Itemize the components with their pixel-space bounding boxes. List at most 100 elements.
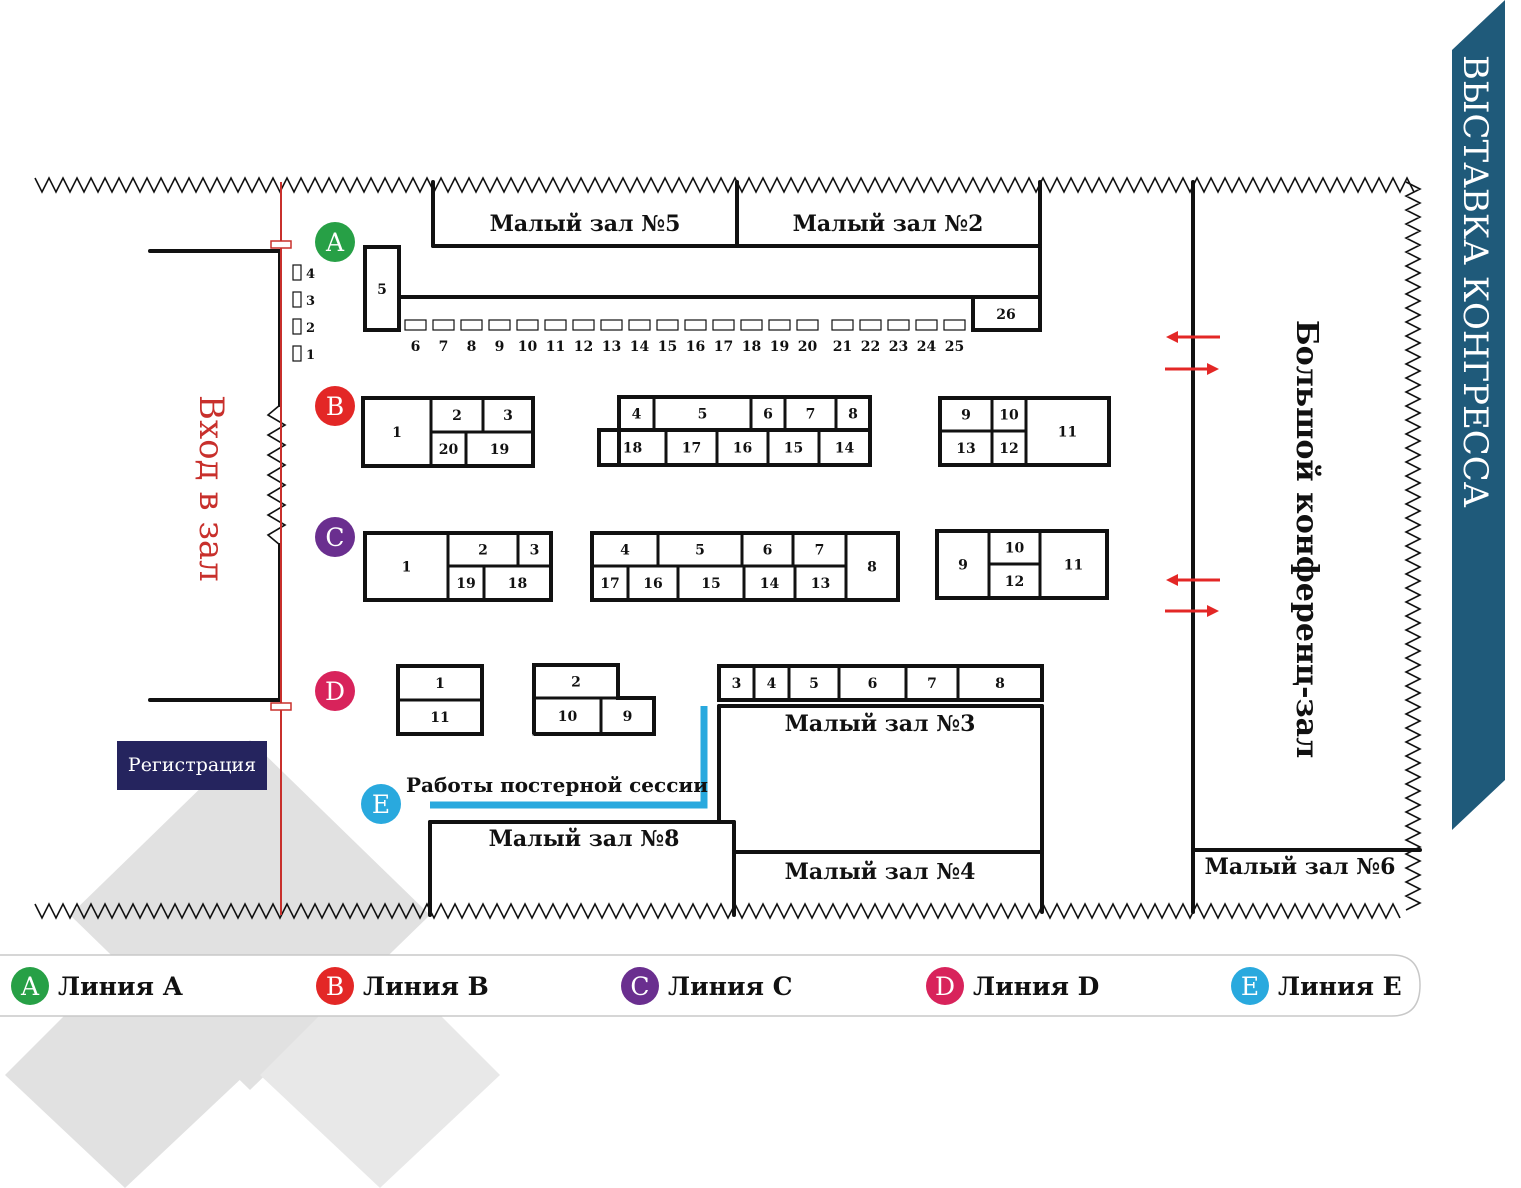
booth-a-label: 17 <box>714 339 733 355</box>
booth-a-9[interactable]: 9 <box>488 319 511 355</box>
booth-d-4[interactable]: 4 <box>752 664 791 702</box>
booth-a-17[interactable]: 17 <box>712 319 735 355</box>
booth-d-11[interactable]: 11 <box>396 698 484 736</box>
booth-c-16[interactable]: 16 <box>626 564 680 602</box>
booth-c-15[interactable]: 15 <box>676 564 746 602</box>
booth-a-19[interactable]: 19 <box>768 319 791 355</box>
booth-a-21[interactable]: 21 <box>831 319 854 355</box>
booth-a-5[interactable] <box>363 245 401 332</box>
entrance-booth-3[interactable]: 3 <box>292 291 315 309</box>
booth-c-5[interactable]: 5 <box>656 531 744 568</box>
booth-a-12[interactable]: 12 <box>572 319 595 355</box>
booth-d-6[interactable]: 6 <box>837 664 908 702</box>
booth-b-1[interactable]: 1 <box>361 396 433 468</box>
booth-b-9[interactable]: 9 <box>938 396 994 433</box>
entrance-booth-2[interactable]: 2 <box>292 318 315 336</box>
booth-b-6[interactable]: 6 <box>749 395 787 432</box>
booth-d-10[interactable]: 10 <box>532 696 603 736</box>
entrance-booth-1[interactable]: 1 <box>292 345 315 363</box>
registration-desk[interactable]: Регистрация <box>117 741 267 790</box>
legend-label: Линия Е <box>1278 972 1402 1001</box>
booth-c-1[interactable]: 1 <box>363 531 450 602</box>
booth-a-label: 15 <box>658 339 677 355</box>
booth-a-11[interactable]: 11 <box>544 319 567 355</box>
booth-b-5[interactable]: 5 <box>652 395 753 432</box>
booth-b-16[interactable]: 16 <box>715 428 770 467</box>
booth-c-11[interactable]: 11 <box>1038 529 1109 600</box>
booth-a-23[interactable]: 23 <box>887 319 910 355</box>
booth-b-8[interactable]: 8 <box>834 395 872 432</box>
booth-a-18[interactable]: 18 <box>740 319 763 355</box>
booth-label: 1 <box>392 425 402 441</box>
booth-c-6[interactable]: 6 <box>740 531 795 568</box>
booth-b-15[interactable]: 15 <box>766 428 821 467</box>
booth-c-3[interactable]: 3 <box>516 531 553 568</box>
line-badge-e: E <box>361 784 401 824</box>
booth-b-4[interactable]: 4 <box>617 395 656 432</box>
booth-a-14[interactable]: 14 <box>628 319 651 355</box>
booth-a-10[interactable]: 10 <box>516 319 539 355</box>
booth-c-4[interactable]: 4 <box>590 531 660 568</box>
booth-d-3[interactable]: 3 <box>717 664 756 702</box>
booth-d-9[interactable]: 9 <box>599 696 656 736</box>
booth-b-3[interactable]: 3 <box>481 396 535 434</box>
booth-b-7[interactable]: 7 <box>783 395 838 432</box>
legend-label: Линия D <box>973 972 1099 1001</box>
booth-b-2[interactable]: 2 <box>429 396 485 434</box>
legend-letter: C <box>630 972 649 1001</box>
booth-label: 4 <box>620 543 630 559</box>
booth-d-1[interactable]: 1 <box>396 664 484 702</box>
booth-label: 9 <box>958 558 968 574</box>
booth-c-19[interactable]: 19 <box>446 564 486 602</box>
booth-c-13[interactable]: 13 <box>793 564 848 602</box>
entrance-booth-4[interactable]: 4 <box>292 264 315 282</box>
booth-a-26[interactable] <box>971 295 1042 332</box>
booth-c-9[interactable]: 9 <box>935 529 991 600</box>
hall-labels: Малый зал №5 Малый зал №2 Малый зал №3 М… <box>489 211 1396 885</box>
booth-d-7[interactable]: 7 <box>904 664 960 702</box>
booth-b-11[interactable]: 11 <box>1024 396 1111 467</box>
booth-a-22[interactable]: 22 <box>859 319 882 355</box>
legend-label: Линия С <box>668 972 793 1001</box>
booth-a-16[interactable]: 16 <box>684 319 707 355</box>
booth-c-18[interactable]: 18 <box>482 564 553 602</box>
booth-c-10[interactable]: 10 <box>987 529 1042 566</box>
booth-b-19[interactable]: 19 <box>464 430 535 468</box>
booth-a-15[interactable]: 15 <box>656 319 679 355</box>
booth-b-12[interactable]: 12 <box>990 429 1028 467</box>
booth-c-8[interactable]: 8 <box>844 531 900 602</box>
booth-a-25[interactable]: 25 <box>943 319 966 355</box>
booth-a-24[interactable]: 24 <box>915 319 938 355</box>
booth-b-17[interactable]: 17 <box>664 428 719 467</box>
booth-label: 5 <box>698 407 708 423</box>
legend-letter: B <box>326 972 344 1001</box>
booth-b-13[interactable]: 13 <box>938 429 994 467</box>
booth-label: 9 <box>961 408 971 424</box>
booth-a-8[interactable]: 8 <box>460 319 483 355</box>
zigzag-wall-right <box>1404 181 1422 911</box>
zigzag-wall-bottom <box>34 902 1401 920</box>
booth-label: 5 <box>809 676 819 692</box>
booth-b-18[interactable]: 18 <box>597 428 668 467</box>
booth-label: 3 <box>732 676 742 692</box>
booth-label: 4 <box>767 676 777 692</box>
booth-c-7[interactable]: 7 <box>791 531 848 568</box>
booth-c-17[interactable]: 17 <box>590 564 630 602</box>
booth-a-20[interactable]: 20 <box>796 319 819 355</box>
booth-a-6[interactable]: 6 <box>404 319 427 355</box>
booth-c-12[interactable]: 12 <box>987 562 1042 600</box>
booth-a-7[interactable]: 7 <box>432 319 455 355</box>
booth-d-5[interactable]: 5 <box>787 664 841 702</box>
booth-c-14[interactable]: 14 <box>742 564 797 602</box>
booth-b-10[interactable]: 10 <box>990 396 1028 433</box>
booth-d-2[interactable]: 2 <box>532 663 620 700</box>
booth-a-label: 10 <box>518 339 538 355</box>
booth-b-14[interactable]: 14 <box>817 428 872 467</box>
booth-c-2[interactable]: 2 <box>446 531 520 568</box>
booth-a-13[interactable]: 13 <box>600 319 623 355</box>
booth-b-20[interactable]: 20 <box>429 430 468 468</box>
booth-d-8[interactable]: 8 <box>956 664 1044 702</box>
